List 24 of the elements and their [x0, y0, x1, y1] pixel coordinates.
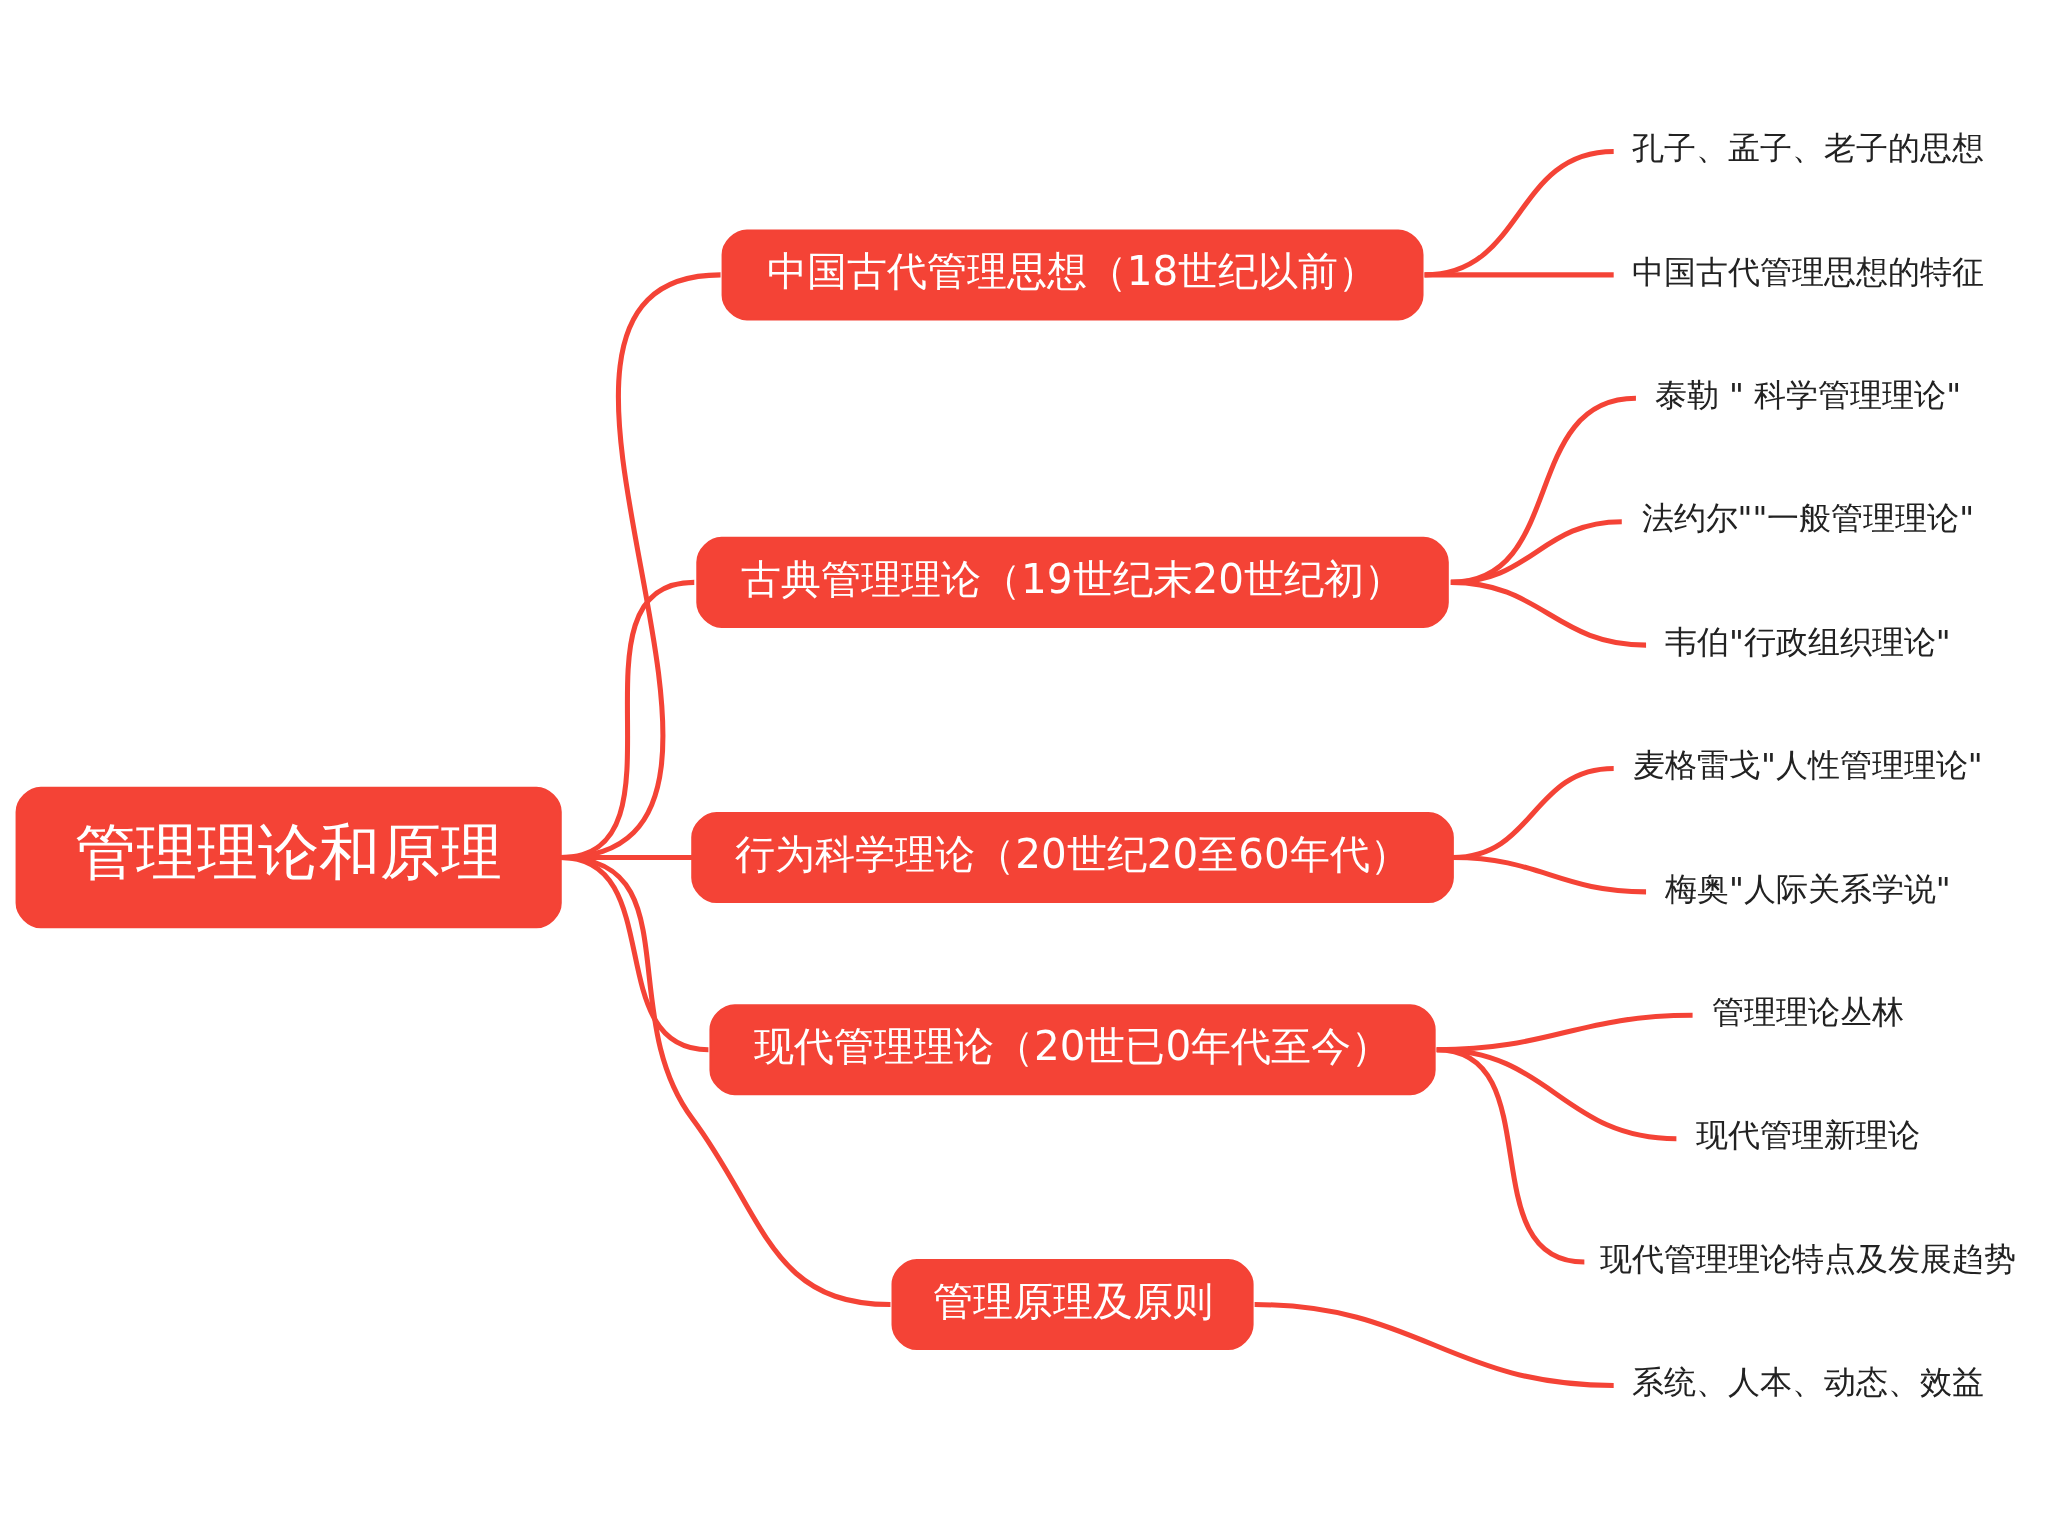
- node-text: 中国古代管理思想的特征: [1631, 252, 1984, 291]
- connector: [1424, 148, 1614, 277]
- node-text: 孔子、孟子、老子的思想: [1631, 128, 1984, 167]
- node-text: 管理理论丛林: [1711, 992, 1904, 1031]
- node-box: 中国古代管理思想（18世纪以前）: [721, 228, 1424, 320]
- connector: [560, 854, 891, 1307]
- node-text: 现代管理理论特点及发展趋势: [1599, 1239, 2016, 1278]
- node-box: 古典管理理论（19世纪末20世纪初）: [696, 536, 1449, 628]
- node-text: 法约尔""一般管理理论": [1641, 498, 1975, 537]
- node-text: 系统、人本、动态、效益: [1631, 1362, 1984, 1401]
- node-text: 泰勒 " 科学管理理论": [1654, 375, 1962, 414]
- node-text: 现代管理新理论: [1695, 1115, 1920, 1154]
- connector: [1450, 579, 1647, 648]
- connector: [1452, 854, 1647, 894]
- node-text: 韦伯"行政组织理论": [1665, 622, 1951, 661]
- connector: [1436, 1046, 1585, 1265]
- node-text: 梅奥"人际关系学说": [1665, 869, 1951, 908]
- node-box: 管理原理及原则: [891, 1258, 1254, 1350]
- node-box: 行为科学理论（20世纪20至60年代）: [691, 811, 1454, 903]
- node-box: 管理理论和原理: [15, 786, 562, 928]
- node-text: 麦格雷戈"人性管理理论": [1633, 745, 1983, 784]
- node-box: 现代管理理论（20世已0年代至今）: [709, 1003, 1436, 1095]
- connector: [1254, 1301, 1614, 1388]
- connector: [1424, 271, 1614, 277]
